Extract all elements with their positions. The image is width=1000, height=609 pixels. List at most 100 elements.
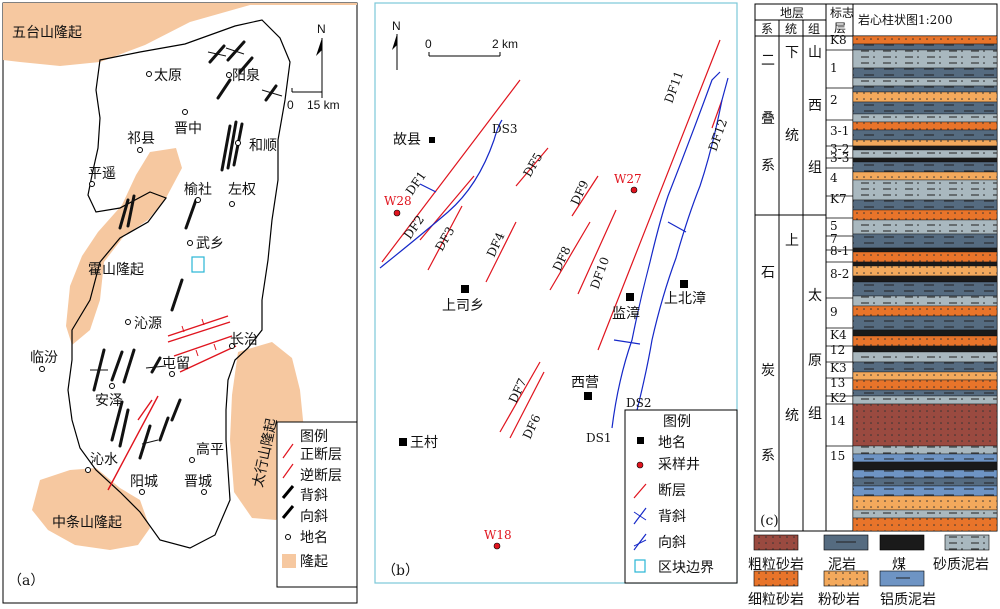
- lithology-layer-pattern: [853, 200, 997, 210]
- lithology-layer-pattern: [853, 296, 997, 306]
- north-arrow-b: N: [392, 19, 401, 70]
- place-jincheng: 晋城: [184, 474, 212, 490]
- svg-text:0: 0: [425, 37, 432, 51]
- marker-label: K2: [830, 391, 847, 405]
- lithology-layer-pattern: [853, 68, 997, 78]
- legend-coarse-sandstone: 粗粒砂岩: [748, 557, 804, 573]
- panel-c: 地层 系 统 组 标志 层 岩心柱状图1:200 二 叠 系 石 炭 系 下 统…: [748, 3, 998, 608]
- north-arrow-a: N: [316, 22, 326, 98]
- place-wuxiang: 武乡: [196, 236, 224, 252]
- marker-label: 4: [830, 171, 838, 185]
- lithology-layer-pattern: [853, 36, 997, 44]
- lithology-layer: [852, 275, 998, 283]
- uplift-label-zhongtiao: 中条山隆起: [52, 514, 122, 531]
- legend-a-anticline: 背斜: [300, 488, 328, 504]
- marker-label: 2: [830, 93, 838, 107]
- place-jinzhong: 晋中: [174, 121, 202, 137]
- legend-b-title: 图例: [663, 414, 691, 430]
- svg-text:石: 石: [761, 265, 775, 281]
- svg-text:叠: 叠: [761, 111, 775, 127]
- legend-fine-sandstone: 细粒砂岩: [748, 592, 804, 608]
- svg-text:上: 上: [785, 233, 799, 249]
- faults-b: [381, 39, 723, 439]
- header-series: 统: [785, 22, 797, 36]
- marker-label: K8: [830, 33, 847, 47]
- strata-text: 二 叠 系 石 炭 系 下 统 上 统 山 西 组 太 原 组: [755, 45, 822, 464]
- place-dots-a: [39, 71, 241, 495]
- lithology-layer-pattern: [853, 316, 997, 330]
- lithology-layer-pattern: [853, 50, 997, 68]
- lithology-layer: [852, 145, 998, 151]
- lithology-layer: [852, 345, 998, 353]
- lithology-column: [852, 35, 998, 532]
- place-yangquan: 阳泉: [232, 67, 260, 84]
- svg-text:0: 0: [287, 98, 294, 112]
- lithology-layer-pattern: [853, 396, 997, 404]
- svg-text:2 km: 2 km: [492, 37, 518, 51]
- svg-text:西: 西: [808, 98, 822, 114]
- lithology-layer: [852, 461, 998, 471]
- well-w27: W27: [614, 172, 642, 186]
- svg-text:下: 下: [785, 45, 799, 61]
- svg-text:炭: 炭: [761, 363, 775, 379]
- place-zuoquan: 左权: [228, 182, 256, 198]
- legend-a-uplift: 隆起: [300, 554, 328, 570]
- svg-text:统: 统: [785, 128, 799, 144]
- lithology-layer-pattern: [853, 210, 997, 220]
- lithology-layer-pattern: [853, 478, 997, 486]
- marker-label: 1: [830, 61, 838, 75]
- lithology-layer-pattern: [853, 404, 997, 446]
- place-anze: 安泽: [95, 393, 123, 409]
- place-changzhi: 长治: [230, 332, 258, 348]
- legend-a-title: 图例: [300, 429, 328, 445]
- svg-text:太: 太: [808, 288, 822, 304]
- lithology-layer-pattern: [853, 150, 997, 158]
- marker-label: 3-1: [830, 124, 849, 138]
- lithology-layer: [852, 157, 998, 163]
- lithology-layer-pattern: [853, 390, 997, 396]
- svg-text:N: N: [392, 19, 401, 33]
- lithology-layer-pattern: [853, 102, 997, 114]
- header-marker-1: 标志: [830, 6, 854, 20]
- legend-siltstone: 粉砂岩: [818, 592, 860, 608]
- lithology-layer-pattern: [853, 336, 997, 346]
- lithology-layer-pattern: [853, 252, 997, 262]
- svg-text:山: 山: [808, 45, 822, 61]
- lithology-layer: [852, 329, 998, 337]
- place-qinshui: 沁水: [90, 452, 118, 468]
- svg-text:系: 系: [761, 448, 775, 464]
- lithology-layer-pattern: [853, 454, 997, 462]
- fold-arrows-a: [90, 47, 283, 445]
- lithology-layer-pattern: [853, 372, 997, 380]
- lithology-layer-pattern: [853, 44, 997, 50]
- legend-sandy-mudstone: 砂质泥岩: [933, 557, 989, 573]
- lithology-layer-pattern: [853, 78, 997, 86]
- marker-label: 3-3: [830, 151, 849, 165]
- place-qixian: 祁县: [127, 131, 155, 147]
- panel-a: 五台山隆起 霍山隆起 太行山隆起 中条山隆起 太原 阳泉 晋中 祁县 和顺 平遥…: [2, 2, 358, 604]
- legend-mudstone: 泥岩: [828, 557, 856, 573]
- place-heshun: 和顺: [249, 138, 277, 154]
- fold-ds2: DS2: [626, 396, 651, 410]
- marker-label: 5: [830, 219, 838, 233]
- lithology-layer: [852, 261, 998, 267]
- block-boundary-a: [191, 256, 205, 273]
- marker-label: 8-2: [830, 267, 849, 281]
- lithology-layer: [852, 247, 998, 253]
- marker-label: 13: [830, 376, 845, 390]
- fold-labels-b: DS1 DS2 DS3: [492, 122, 651, 445]
- lithology-layer-pattern: [853, 518, 997, 531]
- svg-text:N: N: [317, 22, 326, 36]
- place-yangcheng: 阳城: [130, 474, 158, 490]
- legend-b-fault: 断层: [658, 483, 686, 499]
- well-w28: W28: [384, 194, 412, 208]
- marker-label: 8-1: [830, 244, 849, 258]
- legend-coal: 煤: [892, 557, 906, 573]
- basin-boundary: [67, 19, 291, 549]
- place-squares-b: [399, 137, 688, 446]
- legend-b: 图例 地名 采样井 断层 背斜 向斜 区块边界: [624, 409, 738, 584]
- place-gaoping: 高平: [196, 441, 224, 458]
- header-system: 系: [761, 22, 773, 36]
